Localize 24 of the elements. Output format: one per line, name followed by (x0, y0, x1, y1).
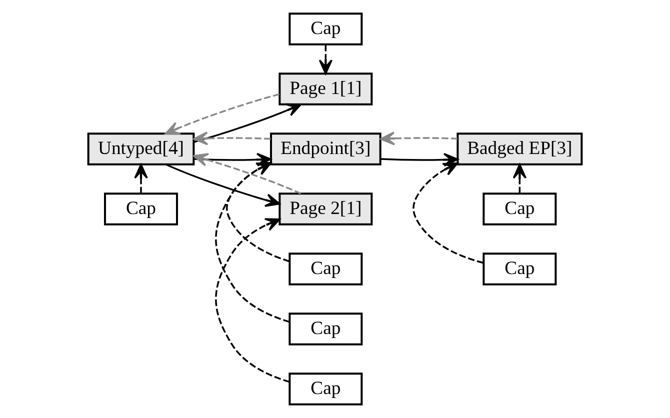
node-box: Cap (288, 252, 363, 286)
node-box: Page 1[1] (278, 72, 373, 106)
arrow (215, 218, 290, 383)
node-box: Badged EP[3] (456, 132, 583, 166)
arrow (193, 132, 271, 146)
arrow (318, 44, 333, 74)
node-box: Cap (104, 192, 178, 226)
arrow (194, 103, 302, 143)
arrow (134, 164, 148, 194)
node-box: Cap (482, 192, 557, 226)
arrow (164, 93, 280, 135)
arrow (165, 164, 280, 207)
node-box: Cap (288, 12, 363, 46)
node-box: Endpoint[3] (270, 132, 382, 166)
arrow (226, 162, 290, 262)
node-box: Page 2[1] (278, 192, 373, 226)
node-box: Untyped[4] (87, 132, 195, 166)
node-box: Cap (288, 372, 363, 406)
arrow (412, 162, 484, 264)
arrow (512, 164, 527, 194)
node-box: Cap (482, 252, 557, 286)
arrow (215, 162, 290, 323)
node-box: Cap (288, 312, 363, 346)
arrow (380, 132, 458, 146)
